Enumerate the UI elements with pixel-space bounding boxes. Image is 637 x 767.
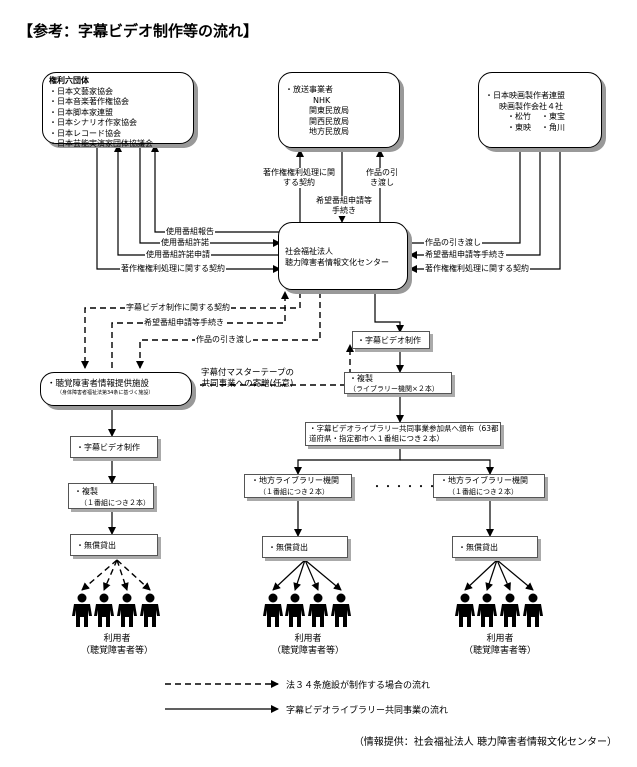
label-delivery-right: 作品の引き渡し: [424, 238, 482, 248]
broadcaster-line: 関西民放局: [309, 116, 349, 126]
label-application-dashed: 希望番組申請等手続き: [143, 318, 225, 328]
info-credit: （情報提供：社会福祉法人 聴力障害者情報文化センター）: [353, 737, 617, 748]
film-company: ・東宝: [541, 112, 565, 121]
users-label-line2: （聴覚障害者等）: [80, 646, 153, 656]
users-label-left: 利用者 （聴覚障害者等）: [72, 633, 162, 657]
local-library-box-b: ・地方ライブラリー機関 （１番組につき２本）: [433, 474, 545, 498]
rights-groups-box: 権利六団体 ・日本文藝家協会 ・日本音楽著作権協会 ・日本脚本家連盟 ・日本シナ…: [42, 72, 194, 148]
right-copy-title: ・複製: [349, 374, 373, 383]
film-line: 映画製作会社４社: [499, 101, 563, 111]
label-delivery-top: 作品の引き渡し: [364, 168, 400, 188]
free-lending-label: ・無償貸出: [76, 541, 116, 550]
info-facility-note: （身体障害者福祉法第34条に基づく施設）: [57, 389, 154, 396]
film-company: ・東映: [507, 122, 531, 132]
free-lending-box-b: ・無償貸出: [452, 536, 538, 558]
broadcaster-box: ・放送事業者 NHK 関東民放局 関西民放局 地方民放局: [278, 72, 400, 148]
person-icon: [307, 593, 329, 629]
users-label-line2: （聴覚障害者等）: [463, 646, 536, 656]
broadcaster-line: 関東民放局: [309, 106, 349, 115]
users-label-line1: 利用者: [294, 634, 322, 644]
person-icon: [139, 593, 161, 629]
local-library-title: ・地方ライブラリー機関: [440, 476, 528, 485]
users-label-line2: （聴覚障害者等）: [271, 646, 344, 656]
label-usage-report: 使用番組報告: [165, 227, 215, 237]
film-company-row: ・東映 ・角川: [485, 123, 597, 134]
center-org-box: 社会福祉法人 聴力障害者情報文化センター: [278, 222, 408, 290]
person-icon: [476, 593, 498, 629]
local-library-title: ・地方ライブラリー機関: [251, 476, 339, 485]
right-copy-note: （ライブラリー機関×２本）: [349, 384, 439, 393]
label-usage-permit-app: 使用番組許諾申請: [145, 250, 211, 260]
label-rights-contract-left: 著作権権利処理に関する契約: [120, 264, 226, 274]
rights-group-item: ・日本シナリオ作家協会: [49, 118, 137, 127]
film-producers-box: ・日本映画製作者連盟 映画製作会社４社 ・松竹 ・東宝 ・東映 ・角川: [478, 72, 602, 148]
rights-group-item: ・日本文藝家協会: [49, 86, 113, 96]
film-company: ・角川: [541, 122, 565, 132]
left-copy-box: ・複製 （１番組につき２本）: [68, 483, 154, 509]
library-distribution-box: ・字幕ビデオライブラリー共同事業参加県へ頒布（63都 道府県・指定都市へ１番組に…: [305, 422, 501, 446]
center-org-line2: 聴力障害者情報文化センター: [285, 257, 389, 267]
person-icon: [93, 593, 115, 629]
right-production-box: ・字幕ビデオ制作: [352, 331, 430, 349]
rights-groups-heading: 権利六団体: [49, 76, 89, 85]
ellipsis-dots: ・・・・・・: [372, 482, 438, 493]
label-subtitle-contract: 字幕ビデオ制作に関する契約: [125, 303, 231, 313]
free-lending-label: ・無償貸出: [268, 543, 308, 552]
rights-group-item: ・日本レコード協会: [49, 128, 121, 138]
left-copy-title: ・複製: [74, 487, 98, 496]
film-company: ・松竹: [507, 112, 531, 121]
info-facility-name: ・聴覚障害者情報提供施設: [47, 379, 150, 389]
legend-solid-label: 字幕ビデオライブラリー共同事業の流れ: [286, 706, 449, 716]
label-application-top: 希望番組申請等手続き: [315, 196, 373, 216]
label-usage-permit: 使用番組許諾: [160, 238, 210, 248]
person-icon: [454, 593, 476, 629]
left-production-label: ・字幕ビデオ制作: [76, 443, 140, 452]
label-rights-contract-top: 著作権権利処理に関する契約: [262, 168, 336, 188]
users-label-middle: 利用者 （聴覚障害者等）: [260, 633, 356, 657]
users-label-line1: 利用者: [103, 634, 131, 644]
left-production-box: ・字幕ビデオ制作: [70, 436, 158, 458]
person-icon: [71, 593, 93, 629]
person-icon: [262, 593, 284, 629]
person-icon: [499, 593, 521, 629]
broadcaster-line: 地方民放局: [309, 127, 349, 136]
broadcaster-line: NHK: [313, 95, 331, 105]
center-org-line1: 社会福祉法人: [285, 247, 333, 256]
info-facility-box: ・聴覚障害者情報提供施設 （身体障害者福祉法第34条に基づく施設）: [40, 372, 192, 406]
label-rights-contract-right: 著作権権利処理に関する契約: [424, 264, 530, 274]
users-label-right: 利用者 （聴覚障害者等）: [452, 633, 548, 657]
users-label-line1: 利用者: [486, 634, 514, 644]
film-line: ・日本映画製作者連盟: [485, 91, 565, 100]
label-donation: 字幕付マスターテープの 共同事業への寄贈(任意): [201, 368, 294, 389]
page-title: 【参考：字幕ビデオ制作等の流れ】: [18, 22, 259, 40]
person-icon: [522, 593, 544, 629]
free-lending-label: ・無償貸出: [458, 543, 498, 552]
broadcaster-line: ・放送事業者: [285, 85, 333, 94]
left-copy-note: （１番組につき２本）: [80, 498, 150, 507]
local-library-note: （１番組につき２本）: [448, 487, 518, 496]
rights-groups-list: ・日本文藝家協会 ・日本音楽著作権協会 ・日本脚本家連盟 ・日本シナリオ作家協会…: [49, 87, 187, 150]
person-icon: [330, 593, 352, 629]
rights-group-item: ・日本音楽著作権協会: [49, 97, 129, 106]
right-production-label: ・字幕ビデオ制作: [357, 336, 421, 345]
right-copy-box: ・複製 （ライブラリー機関×２本）: [344, 372, 452, 394]
person-icon: [116, 593, 138, 629]
left-free-lending-box: ・無償貸出: [70, 534, 158, 556]
rights-group-item: ・日本脚本家連盟: [49, 107, 113, 117]
label-application-right: 希望番組申請等手続き: [424, 250, 506, 260]
rights-group-item: ・日本芸能実演家団体協議会: [49, 139, 153, 148]
film-company-row: ・松竹 ・東宝: [485, 112, 597, 123]
local-library-note: （１番組につき２本）: [259, 487, 329, 496]
free-lending-box-a: ・無償貸出: [262, 536, 348, 558]
label-delivery-dashed: 作品の引き渡し: [195, 335, 253, 345]
person-icon: [284, 593, 306, 629]
legend-dashed-label: 法３４条施設が制作する場合の流れ: [286, 681, 431, 691]
local-library-box-a: ・地方ライブラリー機関 （１番組につき２本）: [244, 474, 352, 498]
